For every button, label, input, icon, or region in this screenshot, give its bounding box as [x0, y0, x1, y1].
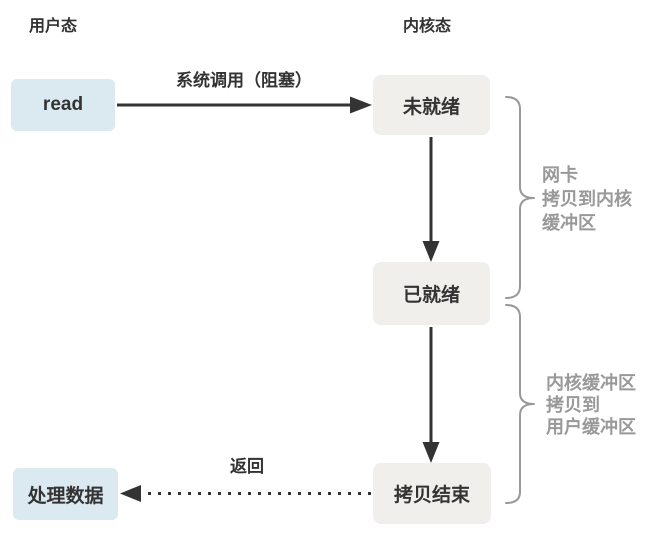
- syscall-arrowhead-icon: [350, 96, 372, 114]
- annotation-kernel-to-user-copy-line: 拷贝到: [546, 395, 600, 415]
- annotation-nic-copy: 网卡 拷贝到内核 缓冲区: [542, 163, 632, 235]
- return-arrowhead-icon: [120, 485, 141, 502]
- kernel-to-user-copy-brace-icon: [505, 304, 535, 504]
- syscall-edge-label: 系统调用（阻塞）: [176, 71, 312, 90]
- node-copy-done: 拷贝结束: [373, 463, 491, 524]
- return-edge-label: 返回: [230, 457, 264, 476]
- annotation-kernel-to-user-copy-line: 内核缓冲区: [546, 373, 636, 393]
- annotation-kernel-to-user-copy-line: 用户缓冲区: [546, 417, 636, 437]
- not-ready-to-ready-arrowhead-icon: [422, 241, 440, 262]
- annotation-nic-copy-line: 网卡: [542, 165, 578, 185]
- node-process-data: 处理数据: [13, 468, 118, 520]
- lane-header-user-mode: 用户态: [29, 18, 78, 35]
- lane-header-kernel-mode: 内核态: [403, 18, 452, 35]
- node-read: read: [11, 79, 115, 131]
- node-ready: 已就绪: [373, 262, 490, 325]
- nic-copy-brace-icon: [505, 96, 535, 299]
- ready-to-copy-done-arrowhead-icon: [422, 442, 440, 463]
- annotation-nic-copy-line: 缓冲区: [542, 213, 596, 233]
- annotation-nic-copy-line: 拷贝到内核: [542, 189, 632, 209]
- annotation-kernel-to-user-copy: 内核缓冲区 拷贝到 用户缓冲区: [546, 372, 636, 438]
- node-not-ready: 未就绪: [373, 75, 490, 135]
